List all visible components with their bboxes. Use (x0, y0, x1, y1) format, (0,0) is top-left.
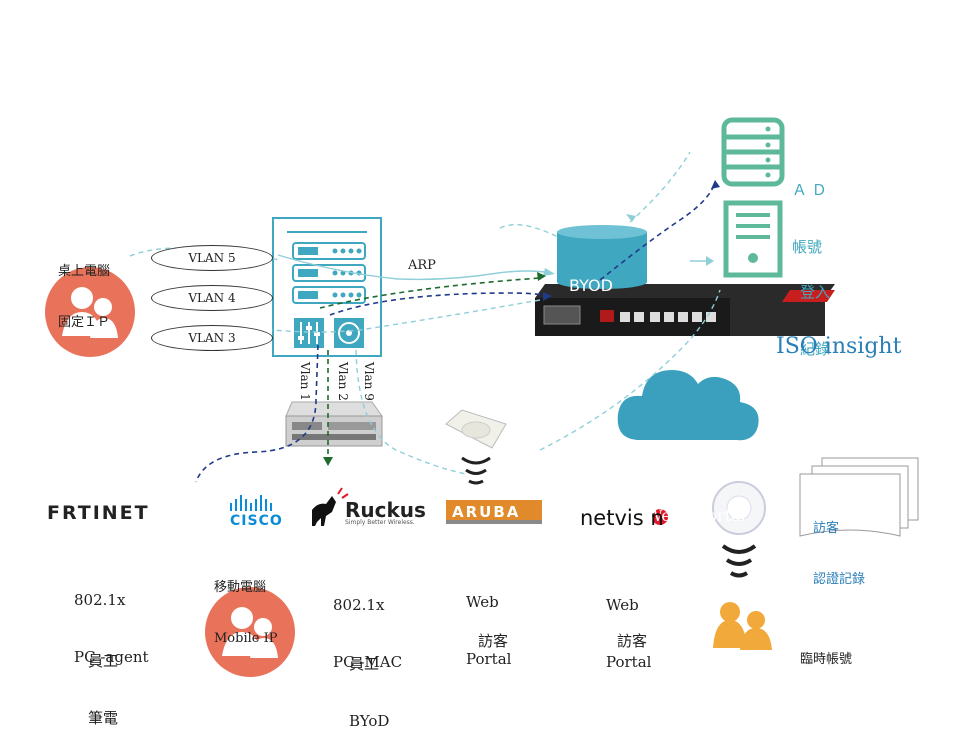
core-switch-icon (272, 217, 382, 357)
byod-label-line1: BYOD (569, 276, 613, 295)
ruckus-desc-line1: 802.1x (333, 596, 385, 614)
fortinet-desc-line1: 802.1x (74, 591, 126, 609)
netvision-desc-line2: Portal (606, 653, 652, 671)
arp-label: ARP (408, 258, 436, 273)
ad-label-line2: 帳號 (792, 238, 823, 256)
fortinet-column-desc: 802.1x PC -agent (74, 553, 149, 686)
ruckus-logo: Ruckus (345, 498, 426, 522)
aruba-logo: ARUBA (452, 503, 521, 521)
ad-label-line1: Ａ Ｄ (792, 181, 827, 199)
login-record-label: 登入 紀錄 (800, 245, 830, 378)
desktop-label-line1: 桌上電腦 (58, 264, 111, 279)
ad-label: Ａ Ｄ 帳號 (792, 143, 827, 276)
temp-account-users-icon (713, 602, 772, 650)
cloud-label-line2: Web portal (646, 506, 746, 525)
aruba-desc-line1: Web (466, 593, 499, 611)
desktop-label: 桌上電腦 固定ＩＰ (58, 229, 110, 348)
switch-vlan-1: Vlan 1 (298, 362, 312, 401)
ruckus-desc-line2: PC -MAC (333, 653, 403, 671)
ruckus-role-line2: BYoD (349, 712, 390, 730)
diagram-canvas (45, 117, 919, 677)
rack-switch-hardware (285, 401, 383, 447)
mobile-user-icon (205, 587, 295, 677)
ruckus-role-line1: 員工 (349, 655, 380, 673)
aruba-access-point-icon (445, 409, 507, 485)
byod-label-line2: 訪客帳號 (573, 336, 638, 355)
login-record-icon (723, 200, 783, 278)
netvision-logo-dot (652, 509, 668, 525)
vlan-3-pill: VLAN 3 (151, 325, 273, 351)
netvision-logo: netvis n (580, 506, 664, 530)
aruba-column-role: 訪客 (478, 632, 509, 650)
cisco-logo-bars (230, 495, 272, 511)
desktop-label-line2: 固定ＩＰ (58, 315, 111, 330)
switch-vlan-2: Vlan 2 (336, 362, 350, 401)
guest-records-line1: 訪客 (813, 521, 840, 536)
ruckus-dog-icon (312, 487, 349, 526)
cloud-label-line1: 客製化 (671, 440, 720, 459)
byod-database-icon (557, 225, 647, 289)
login-label-line2: 紀錄 (800, 340, 831, 358)
cisco-desc-line1: 移動電腦 (214, 580, 267, 595)
fortinet-column-role: 員工 筆電 (88, 614, 118, 747)
fortinet-desc-line2: PC -agent (74, 648, 149, 666)
ad-database-icon (721, 117, 785, 187)
guest-records-icon (799, 457, 919, 537)
netvision-desc-line1: Web (606, 596, 639, 614)
cisco-logo: CISCO (230, 513, 283, 529)
netvision-column-role: 訪客 (617, 632, 648, 650)
connection-lines (129, 151, 721, 483)
ceiling-access-point-icon (712, 481, 766, 578)
fortinet-logo: FRTINET (47, 502, 150, 524)
aruba-column-desc: Web Portal (466, 555, 511, 688)
cisco-column-desc: 移動電腦 Mobile IP (214, 545, 277, 664)
aruba-desc-line2: Portal (466, 650, 512, 668)
aruba-logo-banner (446, 500, 542, 524)
vlan-5-pill: VLAN 5 (151, 245, 273, 271)
switch-vlan-9: Vlan 9 (362, 362, 376, 401)
vlan-4-pill: VLAN 4 (151, 285, 273, 311)
byod-label: BYOD 訪客帳號 (569, 236, 637, 376)
netvision-column-desc: Web Portal (606, 558, 651, 691)
ruckus-column-role: 員工 BYoD (349, 617, 389, 750)
cisco-desc-line2: Mobile IP (214, 631, 278, 646)
web-portal-cloud (617, 370, 759, 441)
temp-account-label: 臨時帳號 (800, 652, 853, 667)
fortinet-role-line1: 員工 (88, 652, 119, 670)
guest-records-line2: 認證記錄 (813, 572, 866, 587)
product-name: ISO insight (776, 334, 902, 359)
desktop-user-icon (45, 267, 135, 357)
guest-records-label: 訪客 認證記錄 (813, 486, 865, 605)
login-label-line1: 登入 (800, 283, 831, 301)
cloud-label: 客製化 Web portal (646, 395, 746, 549)
ruckus-tagline: Simply Better Wireless. (345, 519, 415, 526)
ruckus-column-desc: 802.1x PC -MAC (333, 558, 402, 691)
